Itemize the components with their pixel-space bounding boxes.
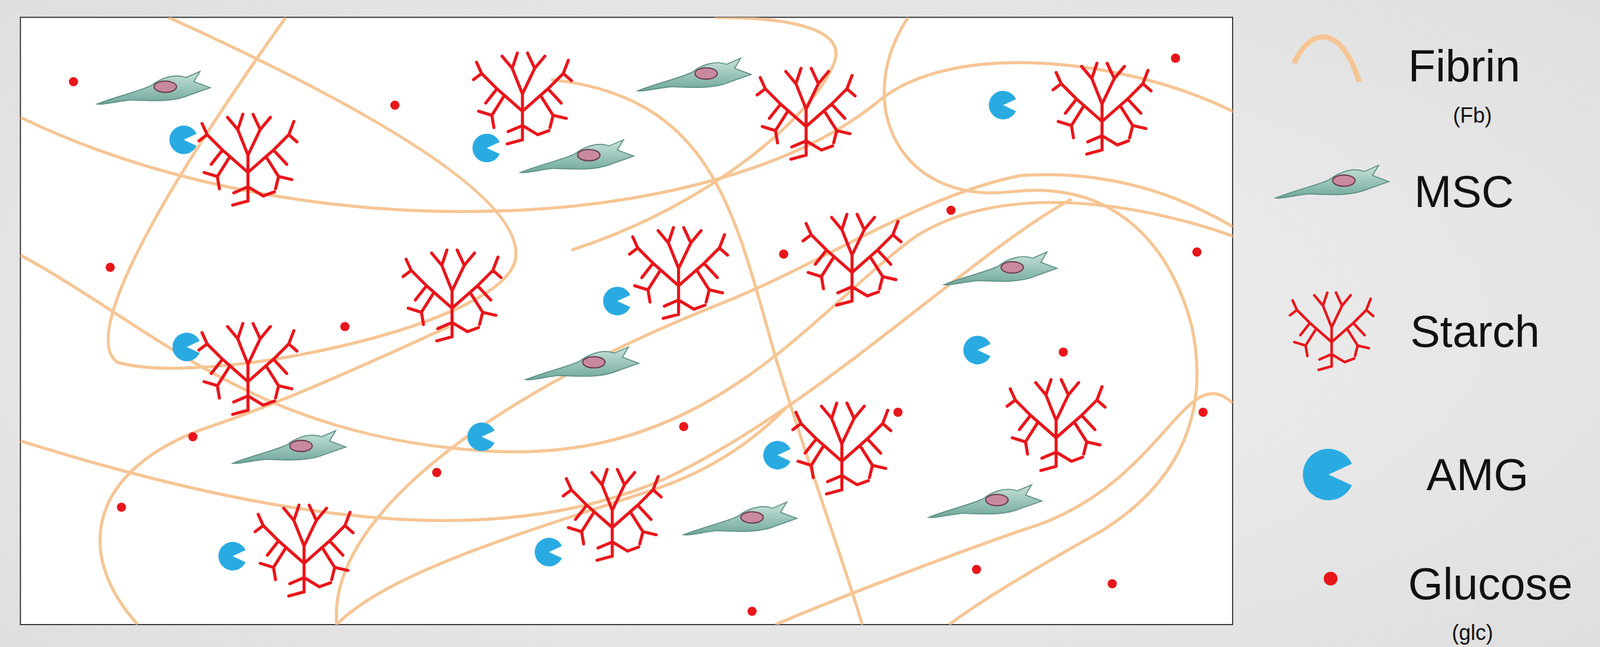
legend-text: MSC — [1414, 169, 1514, 215]
amg-enzyme — [472, 133, 500, 163]
abbreviation-label: (Fb) — [1453, 104, 1493, 127]
starch-molecule — [1007, 379, 1106, 471]
legend-text: AMG — [1426, 452, 1529, 498]
glucose-dot — [105, 263, 116, 273]
glucose-dot — [432, 467, 442, 478]
glucose-dot — [1107, 579, 1117, 589]
starch-molecule — [803, 214, 902, 305]
abbreviation-label: (glc) — [1451, 622, 1494, 644]
amg-enzyme — [467, 422, 495, 451]
glucose-dot — [946, 205, 956, 216]
glucose-dot — [1198, 407, 1208, 417]
glucose-dot — [116, 502, 127, 512]
starch-molecule — [473, 53, 572, 144]
starch-molecule — [792, 402, 891, 494]
glucose-dot — [1058, 347, 1069, 357]
legend-text: Starch — [1410, 309, 1540, 354]
matrix-frame — [20, 17, 1234, 625]
starch-molecule — [198, 114, 297, 206]
msc-cell — [232, 430, 346, 464]
msc-cell — [520, 139, 634, 173]
amg-enzyme — [169, 125, 197, 154]
glucose-dot — [779, 249, 789, 259]
glucose-dot — [971, 564, 982, 575]
glucose-dot — [678, 421, 689, 432]
starch-molecule — [255, 504, 354, 596]
starch-molecule — [563, 469, 662, 561]
msc-cell — [96, 71, 210, 105]
glucose-dot — [69, 77, 79, 87]
glucose-dot — [747, 606, 757, 617]
amg-enzyme — [603, 286, 631, 315]
scene-symbols — [69, 53, 1208, 616]
starch-molecule — [402, 250, 501, 341]
starch-sample — [1289, 292, 1373, 370]
fibrin-network — [20, 17, 1234, 625]
legend-text: Fibrin — [1408, 43, 1521, 89]
starch-molecule — [757, 68, 856, 160]
starch-molecule — [198, 323, 297, 415]
legend-text: Glucose — [1408, 561, 1573, 607]
fibrin-sample — [1293, 37, 1360, 82]
glucose-dot — [1170, 53, 1181, 64]
glucose-dot — [390, 100, 400, 110]
msc-cell — [928, 484, 1043, 518]
amg-enzyme — [963, 335, 991, 364]
amg-sample — [1302, 448, 1352, 501]
amg-enzyme — [534, 537, 563, 567]
glucose-dot — [188, 432, 198, 442]
amg-enzyme — [763, 440, 791, 469]
msc-sample — [1275, 165, 1389, 199]
amg-enzyme — [172, 332, 200, 361]
glucose-dot — [340, 322, 350, 332]
legend-samples — [1275, 37, 1389, 586]
glucose-dot — [893, 407, 903, 417]
starch-molecule — [629, 227, 728, 319]
amg-enzyme — [218, 541, 246, 571]
msc-cell — [943, 251, 1057, 285]
glucose-dot — [1192, 247, 1202, 258]
starch-molecule — [1053, 63, 1152, 154]
amg-enzyme — [989, 90, 1017, 120]
msc-cell — [683, 501, 797, 535]
msc-cell — [637, 58, 751, 92]
glucose-sample — [1323, 571, 1338, 586]
msc-cell — [525, 346, 639, 380]
